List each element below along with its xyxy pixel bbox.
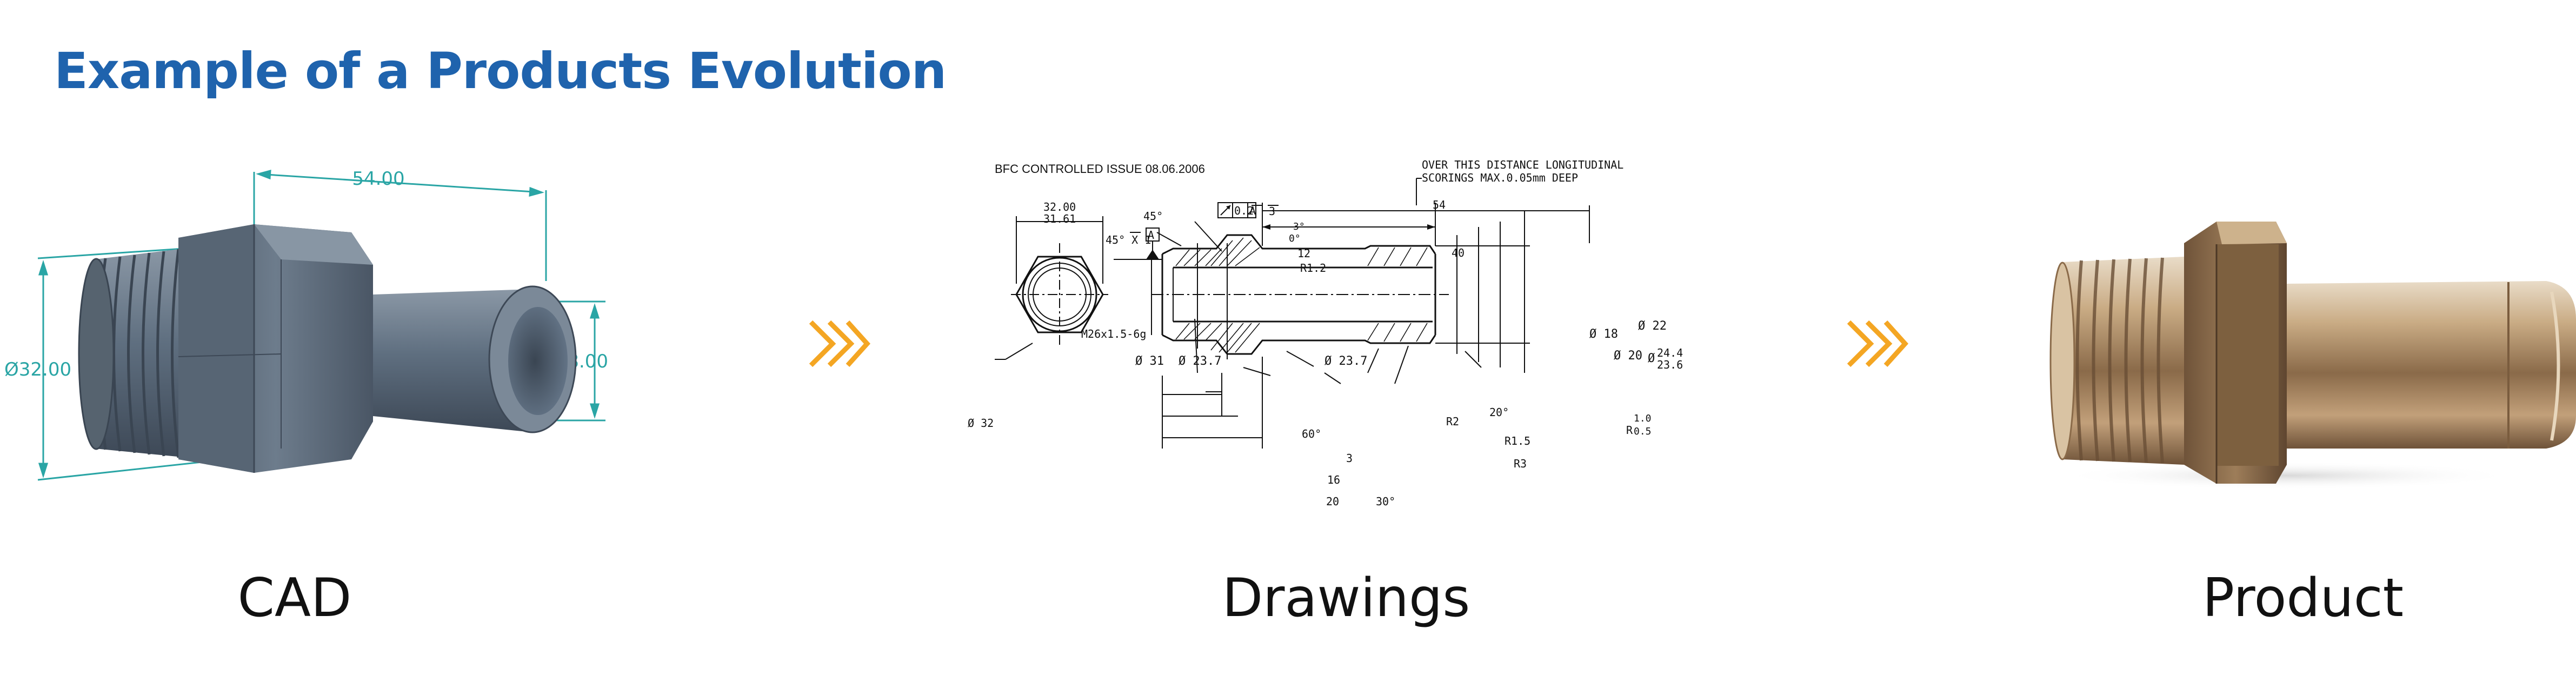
double-chevron-right-icon bbox=[1847, 320, 1908, 367]
drawing-tolerance-datum: A bbox=[1249, 204, 1256, 217]
drawing-angle-0: 0° bbox=[1289, 233, 1301, 244]
drawing-datum-a: A bbox=[1148, 229, 1154, 242]
cad-model-view: 54.00 Ø32.00 Ø18.00 bbox=[4, 168, 608, 481]
cad-threaded-section bbox=[78, 246, 205, 459]
drawing-dim-54: 54 bbox=[1433, 198, 1446, 211]
drawing-radius-0-5: 0.5 bbox=[1634, 426, 1652, 437]
drawing-angle-20: 20° bbox=[1489, 406, 1509, 419]
drawing-diameter-symbol: Ø bbox=[1648, 352, 1655, 365]
drawing-tolerance-value: 0.2 bbox=[1234, 204, 1254, 217]
drawing-diameter-23-7-a: Ø 23.7 bbox=[1179, 354, 1221, 368]
drawing-hex-dim-upper: 32.00 bbox=[1043, 200, 1076, 213]
stage-label-drawings: Drawings bbox=[1222, 567, 1470, 629]
drawing-diameter-20: Ø 20 bbox=[1614, 349, 1642, 363]
cad-length-dimension: 54.00 bbox=[352, 168, 404, 190]
drawing-issue-note: BFC CONTROLLED ISSUE 08.06.2006 bbox=[995, 162, 1205, 176]
drawing-dim-20: 20 bbox=[1326, 495, 1339, 508]
drawing-radius-1-5: R1.5 bbox=[1505, 434, 1530, 447]
product-hex-section bbox=[2184, 222, 2287, 484]
drawing-diameter-18: Ø 18 bbox=[1589, 327, 1618, 341]
flatness-tolerance-icon bbox=[1220, 205, 1231, 216]
cad-dimensions bbox=[37, 169, 605, 481]
drawing-angle-3: 3° bbox=[1293, 221, 1305, 232]
product-threaded-section bbox=[2049, 257, 2184, 465]
drawing-scoring-note-line1: OVER THIS DISTANCE LONGITUDINAL bbox=[1422, 158, 1623, 171]
drawing-radius-3: R3 bbox=[1514, 457, 1527, 470]
drawing-dim-3-b: 3 bbox=[1346, 452, 1353, 465]
drawing-diameter-23-7-b: Ø 23.7 bbox=[1324, 354, 1367, 368]
double-chevron-right-icon bbox=[809, 320, 870, 367]
drawing-dim-12: 12 bbox=[1297, 247, 1310, 260]
drawing-chamfer: 45° X 1 bbox=[1106, 233, 1151, 246]
product-tail-section bbox=[2287, 281, 2576, 449]
drawing-diameter-22: Ø 22 bbox=[1638, 319, 1667, 333]
product-photo bbox=[2049, 222, 2576, 490]
cad-tail-section bbox=[373, 285, 577, 433]
drawing-angle-60: 60° bbox=[1302, 427, 1321, 440]
cad-thread-diameter-dimension: Ø32.00 bbox=[4, 359, 71, 380]
drawing-radius-1-2: R1.2 bbox=[1300, 262, 1326, 275]
cad-hex-section bbox=[178, 224, 373, 473]
drawing-dim-16: 16 bbox=[1327, 473, 1340, 486]
drawing-hex-diameter: Ø 32 bbox=[968, 417, 994, 430]
drawing-diameter-31: Ø 31 bbox=[1135, 354, 1164, 368]
stage-label-cad: CAD bbox=[237, 567, 352, 629]
drawing-dim-40: 40 bbox=[1452, 246, 1465, 259]
drawing-radius-symbol: R bbox=[1626, 424, 1633, 437]
drawing-scoring-note-line2: SCORINGS MAX.0.05mm DEEP bbox=[1422, 171, 1578, 184]
drawing-angle-45: 45° bbox=[1143, 210, 1163, 223]
drawing-angle-30: 30° bbox=[1376, 495, 1395, 508]
drawing-dim-3: 3 bbox=[1269, 205, 1275, 218]
page-title: Example of a Products Evolution bbox=[54, 42, 947, 100]
drawing-dim-24-4: 24.4 bbox=[1657, 346, 1683, 359]
technical-drawing: BFC CONTROLLED ISSUE 08.06.2006 OVER THI… bbox=[968, 158, 1683, 508]
drawing-radius-1-0: 1.0 bbox=[1634, 413, 1652, 424]
drawing-radius-2: R2 bbox=[1446, 415, 1459, 428]
drawing-dim-23-6: 23.6 bbox=[1657, 358, 1683, 371]
stage-label-product: Product bbox=[2202, 567, 2404, 629]
drawing-hex-dim-lower: 31.61 bbox=[1043, 212, 1076, 225]
drawing-thread: M26x1.5-6g bbox=[1081, 327, 1146, 340]
